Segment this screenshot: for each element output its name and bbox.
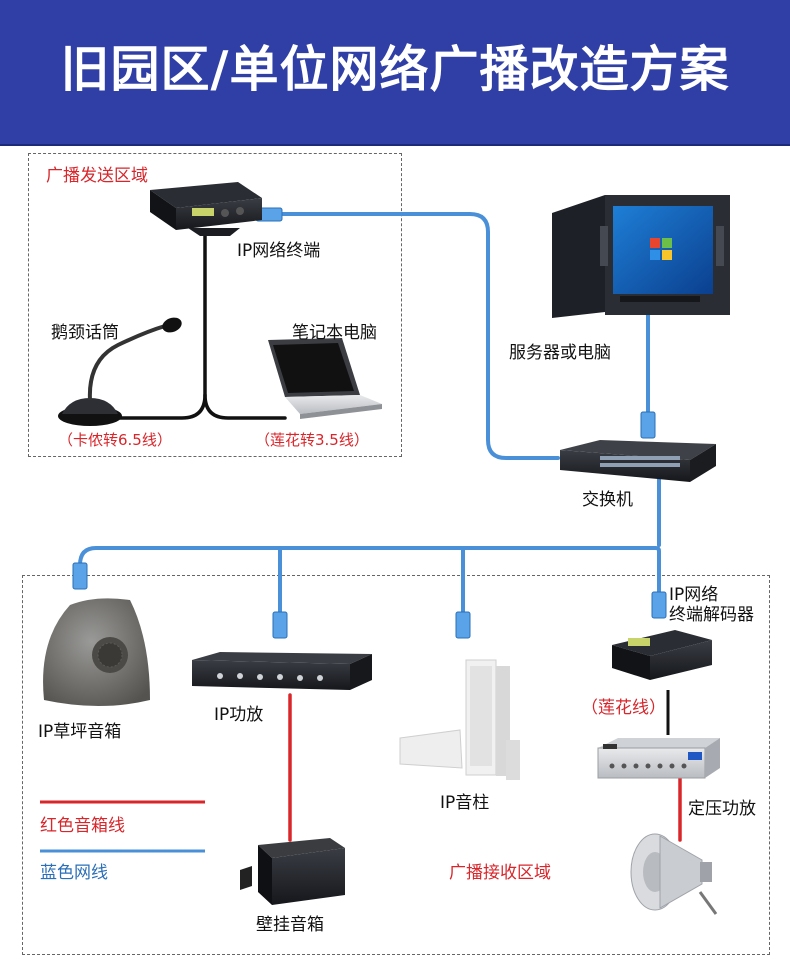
legend-blue-label: 蓝色网线 [40, 863, 108, 883]
ip-amplifier-device [192, 652, 372, 690]
microphone-device [58, 317, 182, 426]
wall-speaker-device [240, 838, 345, 905]
lawn-speaker-device [43, 598, 151, 706]
server-device [552, 195, 730, 318]
constant-voltage-amp-label: 定压功放 [688, 799, 756, 819]
receive-zone-label: 广播接收区域 [449, 863, 551, 883]
decoder-label-line1: IP网络 [669, 585, 719, 605]
cable-distribution-bus [78, 546, 661, 602]
lawn-speaker-label: IP草坪音箱 [38, 722, 122, 742]
laptop-device [268, 338, 382, 419]
legend-red-label: 红色音箱线 [40, 816, 125, 836]
ip-terminal-device [150, 182, 262, 236]
switch-device [560, 440, 716, 482]
send-zone-label: 广播发送区域 [46, 166, 148, 186]
audio-cables [118, 230, 287, 420]
constant-voltage-amp-device [597, 738, 720, 779]
column-speaker-device [399, 659, 520, 780]
receive-zone-frame [22, 575, 770, 955]
mic-cable-label: （卡侬转6.5线） [58, 431, 172, 449]
ip-amplifier-label: IP功放 [214, 705, 264, 725]
column-speaker-label: IP音柱 [440, 793, 490, 813]
title-banner: 旧园区/单位网络广播改造方案 [0, 0, 790, 146]
laptop-cable-label: （莲花转3.5线） [255, 431, 369, 449]
microphone-label: 鹅颈话筒 [51, 323, 119, 343]
switch-label: 交换机 [582, 490, 633, 510]
wall-speaker-label: 壁挂音箱 [256, 915, 324, 935]
laptop-label: 笔记本电脑 [292, 323, 377, 343]
speaker-cables [288, 693, 682, 842]
horn-speaker-device [630, 833, 718, 915]
cable-terminal-to-switch [281, 212, 560, 460]
page-title: 旧园区/单位网络广播改造方案 [60, 41, 730, 98]
decoder-label-line2: 终端解码器 [669, 605, 754, 625]
rca-cable-label: （莲花线） [581, 698, 666, 718]
send-zone-frame [28, 153, 402, 457]
ip-terminal-label: IP网络终端 [237, 241, 321, 261]
decoder-device [612, 630, 712, 680]
server-label: 服务器或电脑 [509, 343, 611, 363]
rj45-connectors [72, 207, 667, 639]
